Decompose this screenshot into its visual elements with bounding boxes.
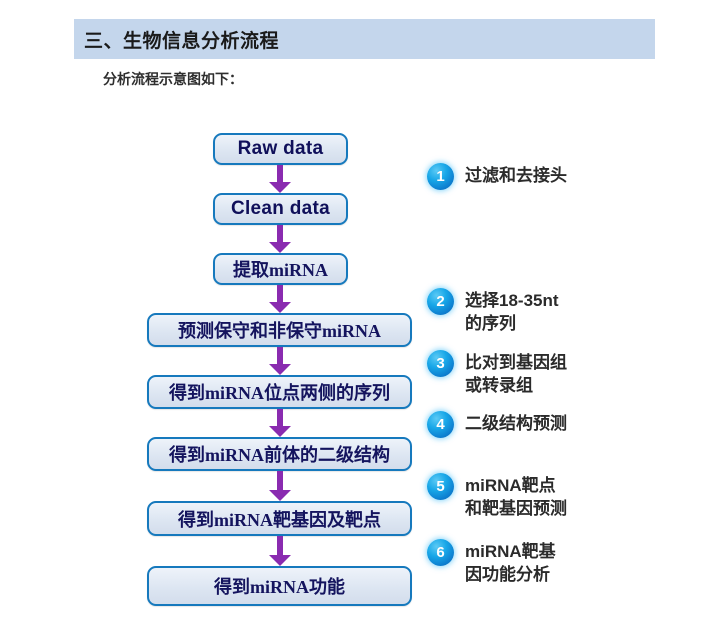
section-header-band: 三、生物信息分析流程: [74, 19, 655, 59]
annotation-2: 2 选择18-35nt 的序列: [427, 288, 559, 335]
flow-box-extract-mirna: 提取miRNA: [213, 253, 348, 285]
flow-box-clean-data: Clean data: [213, 193, 348, 225]
arrow-clean-to-extract: [269, 225, 291, 253]
annotation-3: 3 比对到基因组 或转录组: [427, 350, 567, 397]
annotation-5: 5 miRNA靶点 和靶基因预测: [427, 473, 567, 520]
annotation-label: miRNA靶点 和靶基因预测: [465, 476, 567, 518]
subtitle-text: 分析流程示意图如下：: [103, 71, 243, 87]
annotation-number-badge: 2: [427, 288, 454, 315]
annotation-number-badge: 4: [427, 411, 454, 438]
page-title: 三、生物信息分析流程: [84, 30, 280, 52]
arrow-predict-to-flanking: [269, 347, 291, 375]
flow-box-precursor-structure: 得到miRNA前体的二级结构: [147, 437, 412, 471]
annotation-label: 选择18-35nt 的序列: [465, 291, 559, 333]
arrow-extract-to-predict: [269, 285, 291, 313]
annotation-number-badge: 3: [427, 350, 454, 377]
annotation-number-badge: 5: [427, 473, 454, 500]
flow-box-label: 得到miRNA前体的二级结构: [169, 445, 390, 465]
flow-box-label: Clean data: [230, 198, 331, 219]
flow-box-label: 得到miRNA靶基因及靶点: [178, 509, 381, 530]
flow-box-mirna-function: 得到miRNA功能: [147, 566, 412, 606]
flow-box-label: 得到miRNA功能: [214, 577, 345, 597]
annotation-number-badge: 1: [427, 163, 454, 190]
annotation-label: 比对到基因组 或转录组: [465, 353, 567, 395]
flow-box-label: 预测保守和非保守miRNA: [178, 321, 381, 341]
annotation-6: 6 miRNA靶基 因功能分析: [427, 539, 556, 586]
annotation-number-badge: 6: [427, 539, 454, 566]
annotation-4: 4 二级结构预测: [427, 411, 567, 438]
arrow-flanking-to-precursor: [269, 409, 291, 437]
arrow-target-to-function: [269, 536, 291, 566]
flow-box-label: 得到miRNA位点两侧的序列: [169, 383, 390, 403]
annotation-1: 1 过滤和去接头: [427, 163, 567, 190]
arrow-raw-to-clean: [269, 165, 291, 193]
flow-box-flanking-sequence: 得到miRNA位点两侧的序列: [147, 375, 412, 409]
arrow-precursor-to-target: [269, 471, 291, 501]
flow-box-target-genes: 得到miRNA靶基因及靶点: [147, 501, 412, 536]
flow-box-label: 提取miRNA: [233, 260, 328, 280]
annotation-label: miRNA靶基 因功能分析: [465, 542, 556, 584]
flow-box-predict-mirna: 预测保守和非保守miRNA: [147, 313, 412, 347]
flow-box-label: Raw data: [237, 138, 324, 159]
flow-box-raw-data: Raw data: [213, 133, 348, 165]
annotation-label: 过滤和去接头: [465, 166, 567, 185]
annotation-label: 二级结构预测: [465, 414, 567, 433]
